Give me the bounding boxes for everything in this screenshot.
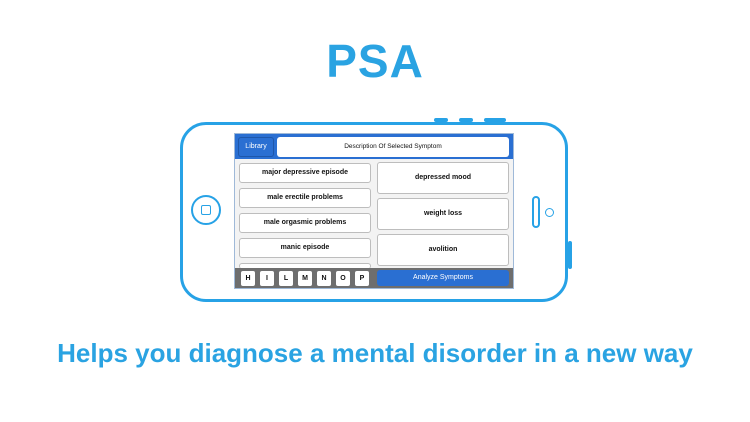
home-square-icon	[201, 205, 211, 215]
analyze-symptoms-button[interactable]: Analyze Symptoms	[377, 270, 509, 286]
phone-side-button	[568, 241, 572, 269]
phone-top-button-2	[459, 118, 473, 122]
letter-index-p[interactable]: P	[355, 271, 369, 286]
disorder-item-major-depressive-episode[interactable]: major depressive episode	[239, 163, 371, 183]
symptom-item-weight-loss[interactable]: weight loss	[377, 198, 509, 230]
app-title: PSA	[326, 35, 424, 87]
library-button[interactable]: Library	[238, 137, 274, 157]
phone-top-button-1	[434, 118, 448, 122]
letter-index-h[interactable]: H	[241, 271, 255, 286]
speaker-icon	[532, 196, 540, 228]
symptom-description-box: Description Of Selected Symptom	[277, 137, 509, 157]
tagline: Helps you diagnose a mental disorder in …	[57, 338, 693, 368]
letter-index-m[interactable]: M	[298, 271, 312, 286]
letter-index-o[interactable]: O	[336, 271, 350, 286]
home-button-icon	[191, 195, 221, 225]
top-toolbar: Library Description Of Selected Symptom	[235, 134, 513, 159]
app-screen: Library Description Of Selected Symptom …	[234, 133, 514, 289]
phone-top-button-3	[484, 118, 506, 122]
disorder-item-partial	[239, 263, 371, 269]
letter-index-l[interactable]: L	[279, 271, 293, 286]
bottom-bar: H I L M N O P Analyze Symptoms	[235, 268, 513, 288]
disorder-item-male-orgasmic-problems[interactable]: male orgasmic problems	[239, 213, 371, 233]
letter-index-i[interactable]: I	[260, 271, 274, 286]
disorder-item-male-erectile-problems[interactable]: male erectile problems	[239, 188, 371, 208]
disorder-item-manic-episode[interactable]: manic episode	[239, 238, 371, 258]
symptom-item-avolition[interactable]: avolition	[377, 234, 509, 266]
symptom-item-depressed-mood[interactable]: depressed mood	[377, 162, 509, 194]
letter-index-n[interactable]: N	[317, 271, 331, 286]
camera-icon	[545, 208, 554, 217]
